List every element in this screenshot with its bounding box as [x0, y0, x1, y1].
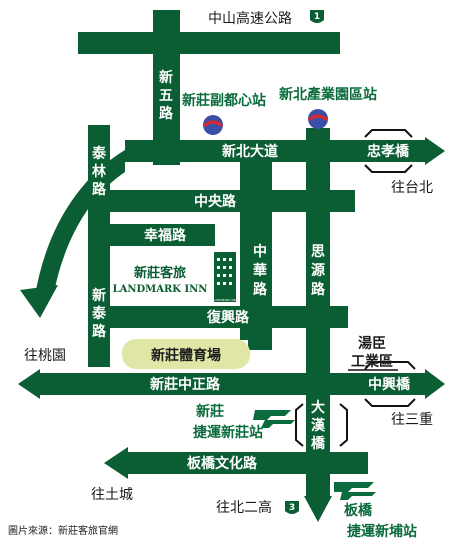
label-xinwu-1: 新 [159, 69, 173, 86]
label-xt-2: 泰 [91, 305, 107, 322]
label-xinwu-3: 路 [159, 105, 174, 122]
stadium-shape [122, 339, 250, 369]
highway-shield-south-icon [285, 501, 299, 514]
label-zhongyang: 中央路 [194, 193, 237, 210]
hotel-name-cn: 新莊客旅 [134, 265, 186, 281]
bridge-daguan-right [339, 403, 348, 447]
road-zhongshan-hwy [78, 32, 340, 54]
image-caption: 圖片來源：新莊客旅官網 [8, 524, 118, 537]
road-zhongzheng-arrow-right [425, 369, 445, 399]
label-sy-1: 思 [311, 244, 325, 260]
station-sub-center-label: 新莊副都心站 [182, 92, 266, 109]
bridge-zhongxing-top [364, 361, 416, 370]
label-banqiao-wenhua: 板橋文化路 [187, 455, 258, 472]
label-xinzhuang-zhongzheng: 新莊中正路 [150, 376, 221, 393]
bridge-daguan-left [295, 403, 304, 447]
hotel-windows [217, 258, 232, 285]
label-to-tucheng: 往土城 [91, 487, 133, 503]
label-mrt-xinzhuang-1: 新莊 [196, 403, 224, 420]
stadium-label: 新莊體育場 [151, 347, 221, 364]
label-sy-2: 源 [311, 262, 325, 279]
road-network [18, 10, 445, 522]
label-tl-2: 林 [92, 163, 106, 180]
station-industrial-label: 新北產業園區站 [279, 86, 377, 103]
hotel-name-en: LANDMARK INN [113, 284, 208, 295]
hotel-sign: LANDMARK INN [213, 298, 236, 302]
label-xintai: 新 泰 路 [91, 287, 107, 340]
station-sub-center-icon [203, 115, 223, 135]
road-xinbei-blvd [125, 140, 425, 162]
road-xinzhuang-zhongzheng [40, 373, 425, 395]
road-taishan-lin [35, 150, 125, 296]
label-mrt-xinzhuang-2: 捷運新莊站 [193, 424, 263, 441]
road-fuxing [110, 306, 348, 328]
label-mrt-banqiao-1: 板橋 [344, 502, 373, 519]
label-zh-3: 路 [253, 281, 268, 298]
label-xt-3: 路 [92, 323, 107, 340]
road-zhongyang [110, 190, 355, 212]
label-zhonghua: 中 華 路 [253, 243, 268, 298]
road-xinwu [153, 10, 180, 165]
station-xinzhuang-sub-center: 新莊副都心站 [182, 92, 266, 135]
label-sy-3: 路 [311, 281, 326, 298]
highway-shield-north-number: 1 [314, 12, 320, 22]
label-zhongxing-bridge: 中興橋 [368, 376, 411, 393]
label-to-taoyuan: 往桃園 [24, 348, 66, 364]
label-dg-3: 橋 [311, 435, 326, 452]
label-xt-1: 新 [92, 287, 106, 304]
bridge-marks [295, 129, 416, 447]
shield-north: 1 [310, 10, 324, 23]
label-tangcheng-1: 湯臣 [358, 335, 386, 352]
label-to-taipei: 往台北 [391, 180, 433, 196]
label-xingfu: 幸福路 [144, 227, 187, 244]
shield-south: 3 [285, 501, 299, 514]
bridge-zhongxing-bottom [364, 398, 416, 407]
label-tl-3: 路 [92, 181, 107, 198]
road-xintai [88, 125, 110, 367]
label-zhongshan-hwy: 中山高速公路 [208, 10, 292, 27]
station-industrial-icon [308, 109, 328, 129]
label-fuxing: 復興路 [206, 309, 250, 326]
hotel-marker: 新莊客旅 LANDMARK INN LANDMARK INN [113, 252, 237, 302]
label-daguan-bridge: 大 漢 橋 [311, 399, 326, 452]
label-to-sanchong: 往三重 [391, 412, 433, 428]
bridge-zhongxiao-bottom [364, 164, 413, 173]
label-tangcheng-2: 工業區 [351, 353, 393, 370]
station-industrial-swoosh [308, 114, 328, 122]
label-zhongxiao-bridge: 忠孝橋 [367, 143, 410, 160]
road-taishan-lin-arrow [20, 285, 58, 318]
bridge-zhongxiao-top [364, 129, 413, 138]
label-to-second-ring: 往北二高 [216, 499, 272, 516]
label-xinwu-2: 五 [159, 88, 173, 104]
label-tl-1: 泰 [91, 145, 107, 162]
label-mrt-banqiao-2: 捷運新埔站 [347, 523, 417, 540]
station-sub-center-swoosh [203, 120, 223, 128]
road-banqiao-wenhua [128, 452, 368, 474]
road-xinbei-blvd-arrow [425, 137, 445, 165]
label-siyuan: 思 源 路 [311, 244, 326, 298]
label-xinbei-blvd: 新北大道 [222, 143, 278, 160]
label-zh-1: 中 [253, 243, 267, 260]
station-xinbei-industrial: 新北產業園區站 [279, 86, 377, 129]
mrt-logo-xinzhuang [253, 410, 295, 428]
road-zhongzheng-arrow-left [18, 369, 40, 399]
label-xinwu: 新 五 路 [159, 69, 174, 122]
road-xingfu [110, 224, 215, 246]
label-dg-2: 漢 [311, 417, 326, 434]
highway-shield-north-icon [310, 10, 324, 23]
road-wenhua-arrow-left [104, 447, 128, 479]
label-zh-2: 華 [253, 262, 267, 279]
road-south-arrow [304, 496, 332, 522]
highway-shield-south-number: 3 [289, 503, 295, 513]
mrt-logo-banqiao [334, 482, 376, 500]
label-taishan-lin: 泰 林 路 [91, 145, 107, 198]
label-dg-1: 大 [311, 399, 325, 416]
